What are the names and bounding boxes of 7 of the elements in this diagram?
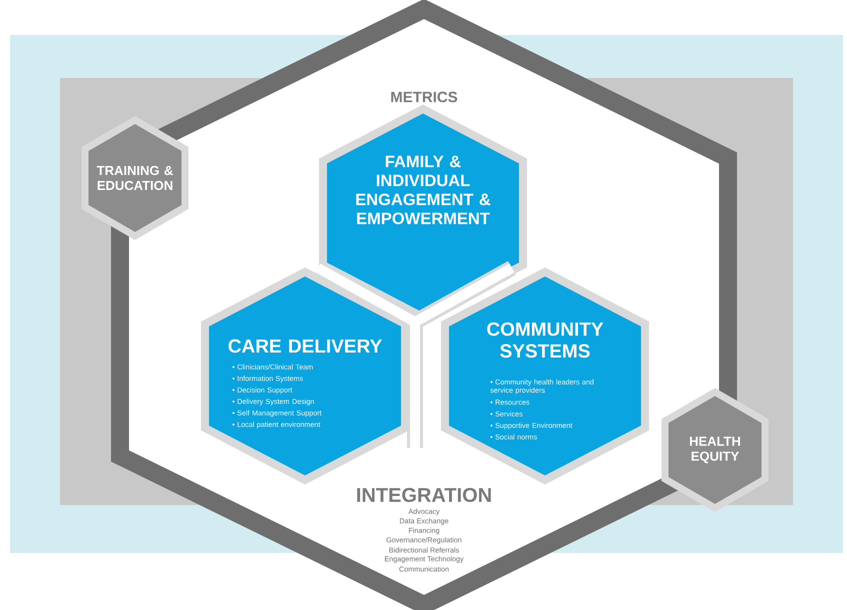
heading: CARE DELIVERY	[228, 339, 382, 353]
heading: INTEGRATION	[357, 488, 491, 502]
heading: FAMILY & INDIVIDUAL ENGAGEMENT & EMPOWERMENT	[356, 156, 490, 224]
heading: METRICS	[391, 92, 458, 102]
badge-label: TRAINING & EDUCATION	[96, 166, 173, 190]
heading: COMMUNITY SYSTEMS	[487, 322, 604, 358]
badge-label: HEALTH EQUITY	[690, 436, 740, 464]
